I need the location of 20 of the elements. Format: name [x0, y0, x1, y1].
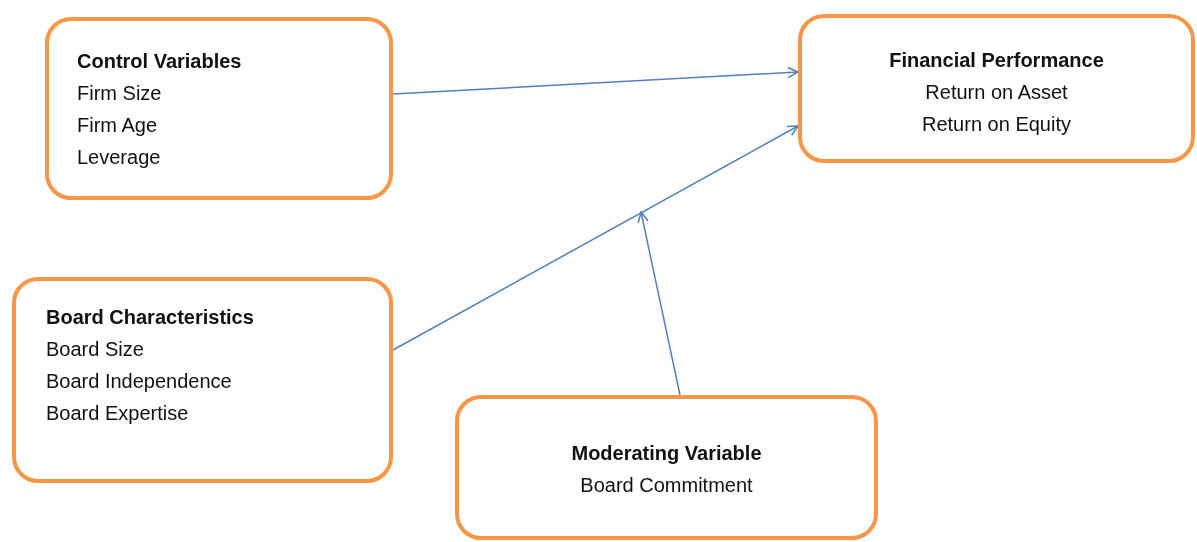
box-text: Return on Asset — [925, 80, 1068, 105]
box-heading: Moderating Variable — [571, 441, 762, 466]
variable-box — [12, 277, 393, 483]
box-text: Leverage — [77, 145, 161, 170]
variable-box — [45, 17, 393, 200]
box-heading: Board Characteristics — [46, 305, 254, 330]
box-text: Board Size — [46, 337, 144, 362]
variable-box — [455, 395, 878, 540]
arrow — [392, 66, 799, 95]
box-text: Firm Size — [77, 81, 162, 106]
arrow — [637, 211, 681, 396]
box-heading: Financial Performance — [889, 48, 1104, 73]
box-text: Return on Equity — [922, 112, 1071, 137]
box-heading: Control Variables — [77, 49, 242, 74]
box-text: Board Independence — [46, 369, 232, 394]
box-text: Board Commitment — [580, 473, 753, 498]
box-text: Firm Age — [77, 113, 158, 138]
variable-box — [798, 14, 1195, 163]
arrow — [392, 125, 799, 351]
box-text: Board Expertise — [46, 401, 189, 426]
